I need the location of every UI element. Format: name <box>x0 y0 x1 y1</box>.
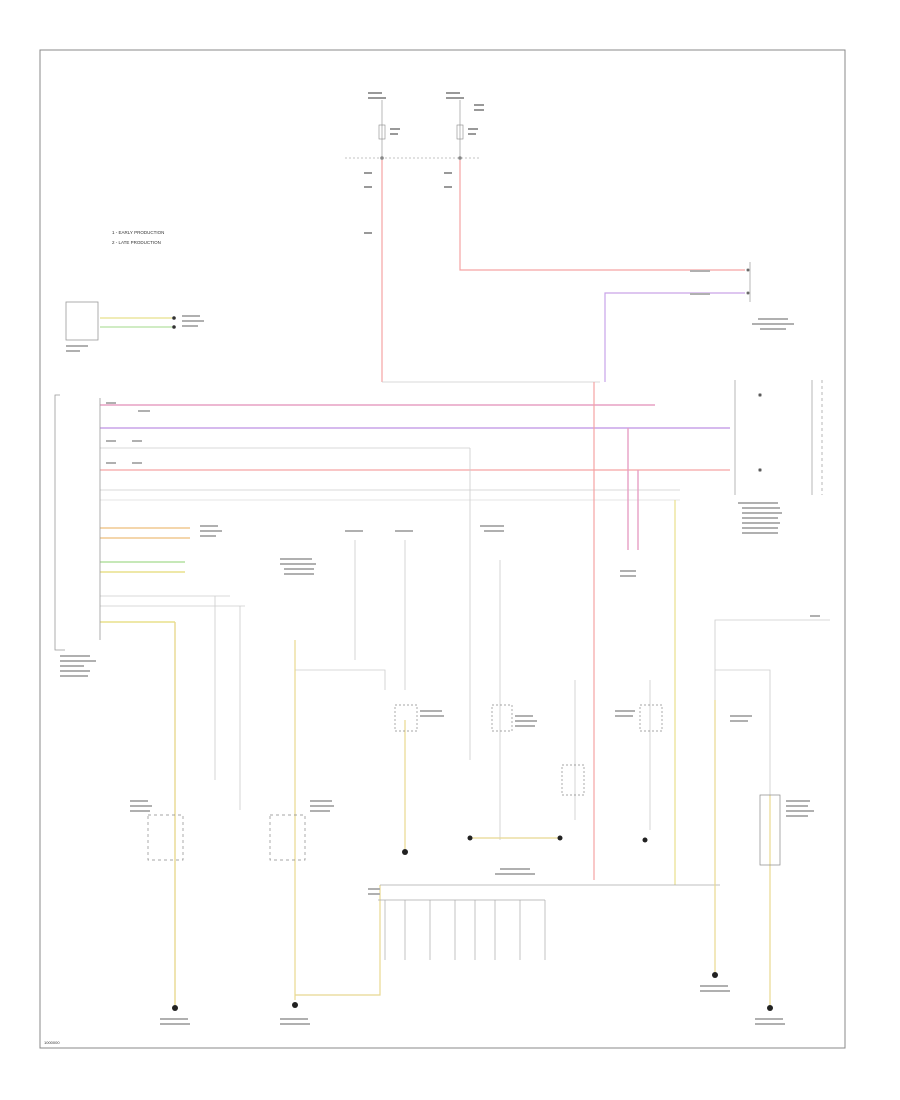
module-right-top <box>746 262 751 302</box>
relay-right-2 <box>639 704 663 732</box>
module-upper-left <box>65 301 99 341</box>
module-left-main <box>54 394 65 651</box>
relay-mid-2 <box>491 704 513 732</box>
switch-right-bottom <box>759 794 781 866</box>
connector-dot-upper-2 <box>172 325 176 329</box>
connector-dot-upper-1 <box>172 316 176 320</box>
wire-gray-mid-1 <box>295 669 386 690</box>
connector-stack-630 <box>627 428 639 550</box>
diagram-code: 1000000 <box>44 1040 60 1045</box>
switch-left-1 <box>147 814 184 861</box>
relay-right-small <box>561 764 585 796</box>
wire-yellow-ground-mid <box>295 885 381 996</box>
module-right-large <box>734 380 823 495</box>
wire-gray-right-mid <box>715 669 771 795</box>
relay-mid <box>394 704 418 732</box>
wire-red-right-fuse <box>459 160 745 271</box>
diagram-frame <box>39 49 846 1049</box>
ground-bus-drops <box>378 899 546 960</box>
module-upper-left-wires <box>100 317 172 328</box>
legend-early-production: 1 - EARLY PRODUCTION <box>112 230 164 235</box>
illegible-label-marks <box>60 270 820 1025</box>
fuse-block-top <box>345 100 480 160</box>
ground-symbols <box>172 835 773 1011</box>
wire-violet-upper <box>604 292 745 382</box>
legend-late-production: 2 - LATE PRODUCTION <box>112 240 161 245</box>
switch-mid-1 <box>269 814 306 861</box>
wire-gray-right-top <box>714 619 830 700</box>
fuse-labels-top <box>364 92 484 234</box>
